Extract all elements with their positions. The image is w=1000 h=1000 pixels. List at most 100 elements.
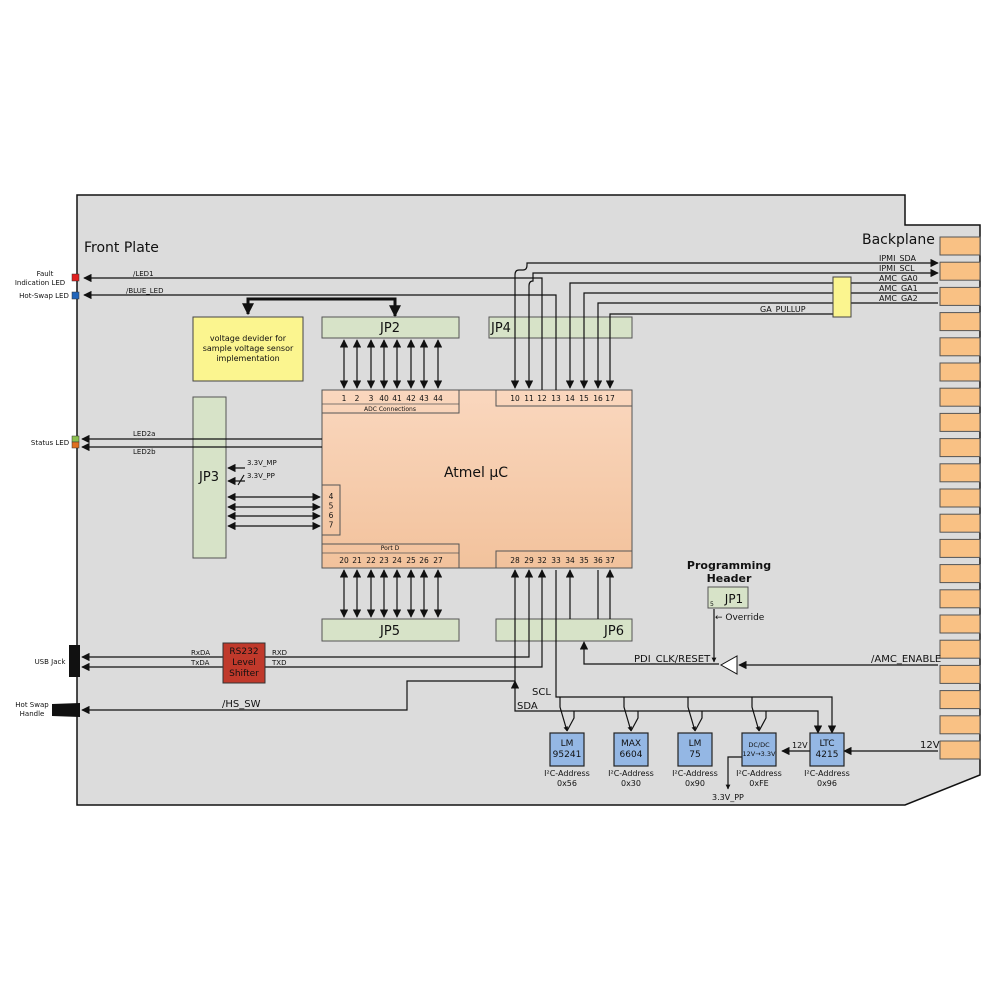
mcu-pin-label: 32: [537, 556, 547, 565]
amc-ga2-line: [593, 302, 938, 389]
lm75-address-label: I²C-Address: [672, 769, 718, 778]
sda-label: SDA: [517, 701, 538, 712]
dcdc-address: 0xFE: [749, 779, 768, 788]
hotswap-led-icon: [71, 291, 80, 300]
led2b-label: LED2b: [133, 448, 156, 456]
rs232-level-shifter: [222, 642, 266, 684]
mcu-top-right-strip: [495, 389, 633, 407]
voltage-divider-line-2: sample voltage sensor: [203, 344, 294, 353]
status-led-a-icon: [71, 435, 80, 443]
rxda-label: RxDA: [191, 649, 210, 657]
sda-tap: [694, 711, 703, 732]
jp3-label: JP3: [198, 470, 219, 485]
sda-line: [510, 680, 823, 734]
status-led-label: Status LED: [31, 439, 69, 447]
v12-dcdc-label: 12V: [792, 741, 808, 750]
dcdc-chip: [741, 732, 777, 767]
ga-pullup-box: [832, 276, 852, 318]
voltage-divider-box: [192, 316, 304, 382]
mcu-pin-label: 41: [392, 394, 402, 403]
backplane-pad: [939, 614, 981, 634]
ltc4215-address: 0x96: [817, 779, 837, 788]
max6604-name-2: 6604: [620, 750, 643, 760]
mcu-pin-label: 16: [593, 394, 603, 403]
backplane-pad: [939, 261, 981, 281]
ltc4215-chip: [809, 732, 845, 767]
i2c-bus-taps: [559, 697, 767, 732]
mcu-pin-label: 35: [579, 556, 589, 565]
mcu-body: [321, 389, 633, 569]
mcu-adc-label: ADC Connections: [364, 406, 416, 413]
mcu-adc-strip: [321, 389, 460, 414]
backplane-pad: [939, 286, 981, 306]
hot-swap-handle-icon: [52, 703, 80, 717]
voltage-divider-bus: [242, 297, 401, 318]
ga-pullup-label: GA_PULLUP: [760, 305, 806, 314]
programming-header-title-2: Header: [707, 572, 752, 585]
amc-ga1-line: [579, 292, 938, 389]
i2c-devices: LM95241I²C-Address0x56MAX6604I²C-Address…: [544, 732, 850, 788]
lm95241-chip: [549, 732, 585, 767]
mcu-pin-label: 33: [551, 556, 561, 565]
amc-ga0-line: [565, 282, 938, 389]
dcdc-address-label: I²C-Address: [736, 769, 782, 778]
mcu-portd-label: Port D: [381, 545, 400, 552]
max6604-address: 0x30: [621, 779, 641, 788]
mcu-pin-label: 37: [605, 556, 615, 565]
mcu-bottom-right-strip: [495, 550, 633, 569]
front-plate-title: Front Plate: [84, 240, 159, 256]
scl-tap: [751, 697, 761, 732]
mcu-pin-label: 11: [524, 394, 534, 403]
ipmi-sda-label: IPMI_SDA: [879, 254, 917, 263]
amc-enable-buffer-icon: [719, 655, 738, 675]
txd-label: TXD: [271, 659, 286, 667]
usb-jack-label: USB Jack: [35, 658, 67, 666]
mcu-pin-label: 27: [433, 556, 443, 565]
jp2-label: JP2: [379, 321, 400, 336]
jp1-header: [707, 586, 749, 609]
mcu-pin-label: 6: [329, 511, 334, 520]
fault-led-label-2: Indication LED: [15, 279, 65, 287]
ipmi-scl-label: IPMI_SCL: [879, 264, 915, 273]
v12-input-label: 12V: [920, 740, 940, 751]
mcu-pin-label: 5: [329, 502, 334, 511]
mcu-pin-label: 23: [379, 556, 389, 565]
mcu-pin-label: 43: [419, 394, 429, 403]
dcdc-name-2: 12V→3.3V: [743, 750, 777, 758]
rs232-line-1: RS232: [229, 647, 258, 657]
mcu-pin-label: 36: [593, 556, 603, 565]
backplane-pad: [939, 740, 981, 760]
ga-pullup-line: [605, 313, 833, 389]
pdi-label: PDI_CLK/RESET: [634, 654, 711, 665]
lm95241-address-label: I²C-Address: [544, 769, 590, 778]
mcu-pin-label: 28: [510, 556, 520, 565]
status-led-b-icon: [71, 441, 80, 449]
mcu-pin-label: 13: [551, 394, 561, 403]
amc-ga2-label: AMC_GA2: [879, 294, 918, 303]
backplane-pad: [939, 337, 981, 357]
mcu-pin-label: 25: [406, 556, 416, 565]
backplane-pad: [939, 589, 981, 609]
hotswap-led-label: Hot-Swap LED: [19, 292, 69, 300]
fault-led-label-1: Fault: [37, 270, 54, 278]
mcu-pin-label: 7: [329, 521, 334, 530]
v33-pp-label: 3.3V_PP: [247, 472, 275, 480]
v33-pp-switch: [237, 474, 245, 486]
backplane-pad: [939, 690, 981, 710]
sda-tap: [630, 711, 639, 732]
max6604-name-1: MAX: [621, 739, 641, 749]
rs232-line-3: Shifter: [229, 669, 259, 679]
dcdc-name-1: DC/DC: [748, 741, 770, 749]
jp3-header: [192, 396, 227, 559]
mcu-pin-label: 44: [433, 394, 443, 403]
scl-tap: [687, 697, 697, 732]
sda-tap: [758, 711, 767, 732]
backplane-pad: [939, 463, 981, 483]
lm75-address: 0x90: [685, 779, 705, 788]
scl-label: SCL: [532, 687, 551, 698]
backplane-pad: [939, 564, 981, 584]
backplane-pad: [939, 513, 981, 533]
hot-swap-handle-label-1: Hot Swap: [15, 701, 49, 709]
